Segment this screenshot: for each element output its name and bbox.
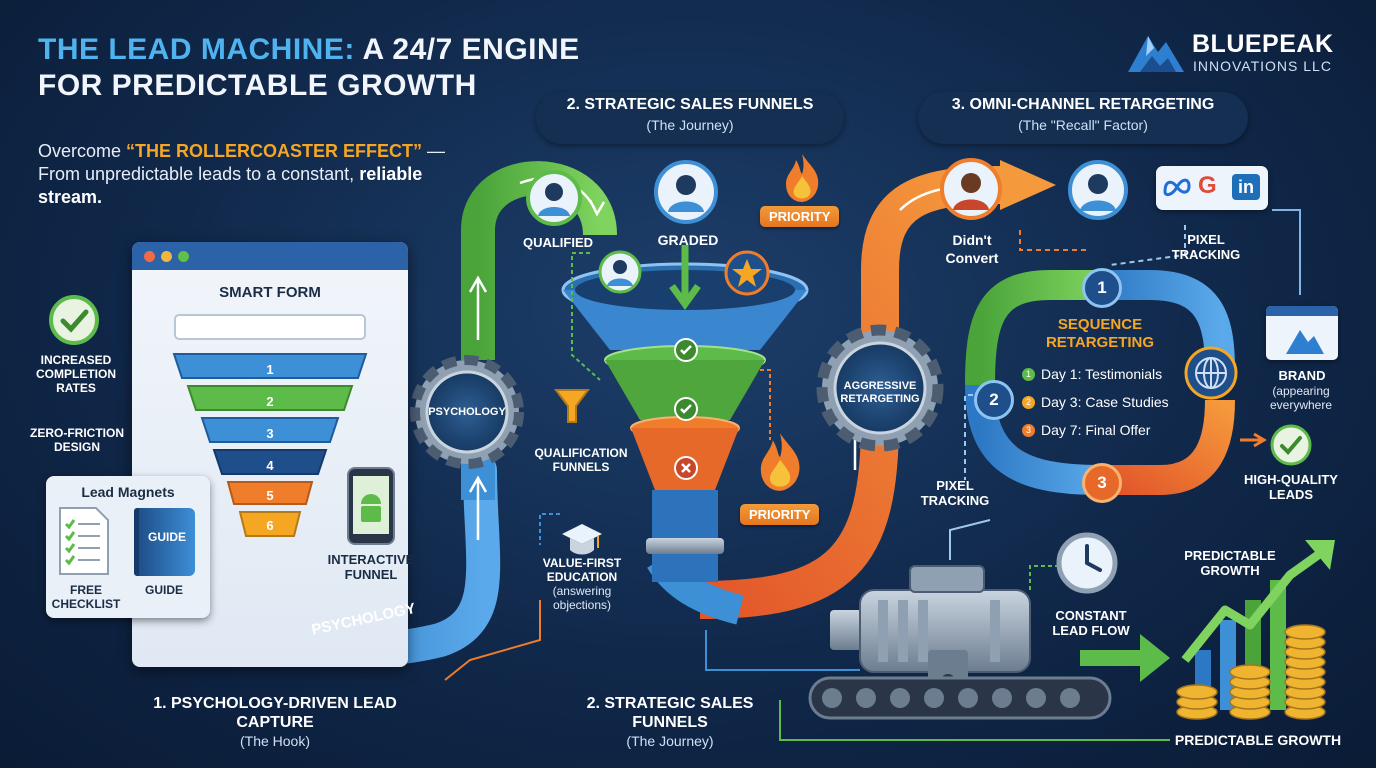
pixel-tracking-left-label: PIXEL TRACKING [920,478,990,508]
google-icon: G [1198,172,1217,199]
lead-machine-motor [808,565,1112,720]
globe-icon [1184,346,1238,400]
brand-window-icon [1266,306,1338,360]
guide-label: GUIDE [144,583,183,597]
increased-completion-label: INCREASED COMPLETION RATES [36,353,116,395]
graded-label: GRADED [657,232,719,248]
window-max-dot[interactable] [178,251,189,262]
sequence-step: 2 Day 3: Case Studies [1022,388,1192,416]
intro-bold: reliable stream. [38,164,423,207]
psychology-gear-shape [410,355,524,469]
sequence-steps-list: 1 Day 1: Testimonials 2 Day 3: Case Stud… [1022,360,1192,444]
psychology-gear-label: PSYCHOLOGY [428,406,506,418]
sequence-step: 3 Day 7: Final Offer [1022,416,1192,444]
title-highlight: THE LEAD MACHINE: [38,33,355,66]
stage2-header: 2. STRATEGIC SALES FUNNELS (The Journey) [536,92,844,144]
brand-name: BLUEPEAK [1192,30,1334,58]
priority-top-tag: PRIORITY [760,206,840,227]
loop-num-3: 3 [1082,463,1122,503]
zero-friction-label: ZERO-FRICTION DESIGN [30,426,124,454]
check-green-icon [674,338,698,362]
phone-android-icon [347,467,395,545]
stage2-footer-title: 2. STRATEGIC SALES FUNNELS (The Journey) [586,695,754,749]
predictable-growth-bottom-label: PREDICTABLE GROWTH [1174,732,1342,748]
checklist-icon [59,507,109,575]
guide-cover-text: GUIDE [147,530,186,544]
meta-icon [1163,178,1191,197]
brand-subtitle: INNOVATIONS LLC [1193,58,1332,74]
flame-bottom-icon [760,433,800,491]
bluepeak-logo-icon [1128,36,1184,72]
pixel-tracking-top-label: PIXEL TRACKING [1171,232,1241,262]
intro-text: Overcome “THE ROLLERCOASTER EFFECT” — Fr… [38,141,446,207]
check-green-2-icon [674,397,698,421]
avatar-didnt-convert-icon [940,158,1002,220]
form-step-6: 6 [266,518,274,533]
form-step-5: 5 [266,488,274,503]
hq-check-icon [1270,424,1312,466]
stage3-header: 3. OMNI-CHANNEL RETARGETING (The "Recall… [918,92,1248,144]
free-checklist-label: FREE CHECKLIST [51,583,121,611]
aggressive-gear-label: AGGRESSIVE RETARGETING [840,380,920,405]
window-close-dot[interactable] [144,251,155,262]
mini-funnel-icon [554,389,590,423]
clock-icon [1056,532,1118,594]
interactive-funnel-label: INTERACTIVE FUNNEL [327,552,415,582]
loop-num-2: 2 [974,380,1014,420]
title-rest: A 24/7 ENGINE [354,33,580,66]
guide-book-icon [134,508,195,576]
star-badge-icon [724,250,770,296]
form-step-4: 4 [266,458,274,473]
value-first-label: VALUE-FIRST EDUCATION [542,556,622,584]
check-badge-icon [49,295,99,345]
lead-magnets-title: Lead Magnets [81,484,175,500]
intro-highlight: “THE ROLLERCOASTER EFFECT” [126,141,423,161]
brand-mountain-icon [1286,330,1324,354]
smart-form-input[interactable] [174,314,366,340]
avatar-graded-icon [654,160,718,224]
retarget-loop-orange [1100,399,1235,495]
avatar-funnel-entry-icon [598,250,642,294]
window-min-dot[interactable] [161,251,172,262]
didnt-convert-label: Didn't Convert [945,232,999,266]
constant-lead-flow-label: CONSTANT LEAD FLOW [1052,608,1130,638]
graduation-cap-icon [562,524,602,555]
loop-num-1: 1 [1082,268,1122,308]
qualification-funnels-label: QUALIFICATION FUNNELS [534,446,628,474]
stage1-footer-title: 1. PSYCHOLOGY-DRIVEN LEAD CAPTURE (The H… [153,695,397,749]
orange-arrowhead [1000,160,1056,210]
high-quality-leads-label: HIGH-QUALITY LEADS [1244,472,1338,502]
page-title: THE LEAD MACHINE: A 24/7 ENGINE FOR PRED… [38,32,580,104]
qualified-label: QUALIFIED [522,235,594,250]
value-first-sub: (answering objections) [552,584,612,612]
form-funnel-steps [172,353,368,537]
priority-bottom-tag: PRIORITY [740,504,820,525]
growth-chart-graphic [1176,540,1335,720]
form-step-3: 3 [266,426,274,441]
avatar-qualified-icon [526,170,582,226]
title-line2: FOR PREDICTABLE GROWTH [38,69,477,102]
form-step-1: 1 [266,362,274,377]
sequence-step: 1 Day 1: Testimonials [1022,360,1192,388]
smart-form-title: SMART FORM [219,284,321,301]
reject-x-icon [674,456,698,480]
sequence-title: SEQUENCE RETARGETING [1045,316,1155,351]
brand-label: BRAND [1278,368,1326,383]
linkedin-icon: in [1232,174,1260,200]
flame-top-icon [786,154,819,202]
predictable-growth-top-label: PREDICTABLE GROWTH [1184,548,1276,578]
form-step-2: 2 [266,394,274,409]
avatar-retarget-icon [1068,160,1128,220]
retargeting-gear-shape [816,324,944,452]
brand-sub-label: (appearing everywhere [1269,384,1333,412]
retarget-loop-green [965,270,1100,386]
